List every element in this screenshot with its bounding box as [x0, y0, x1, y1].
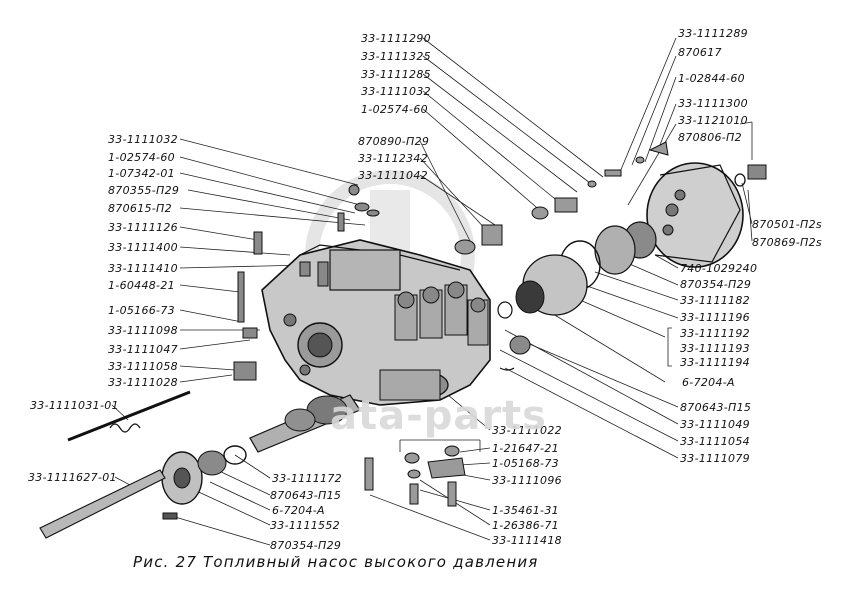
label-top1: 33-1111290 — [361, 32, 431, 45]
label-b4: 33-1111552 — [270, 519, 340, 532]
governor-housing — [646, 162, 767, 268]
label-r13: 33-1111054 — [680, 435, 750, 448]
label-l2: 1-02574-60 — [108, 151, 175, 164]
label-l13: 33-1111058 — [108, 360, 178, 373]
label-r1: 870501-П2s — [752, 218, 822, 231]
pump-housing — [261, 239, 491, 406]
label-l6: 33-1111126 — [108, 221, 178, 234]
label-r5: 33-1111182 — [680, 294, 750, 307]
label-b2: 870643-П15 — [270, 489, 342, 502]
figure-caption: Рис. 27 Топливный насос высокого давлени… — [133, 553, 539, 571]
label-b3: 6-7204-А — [272, 504, 325, 517]
label-c1: 33-1111022 — [492, 424, 562, 437]
label-top7: 33-1112342 — [358, 152, 428, 165]
label-l8: 33-1111410 — [108, 262, 178, 275]
label-l4: 870355-П29 — [108, 184, 180, 197]
label-l9: 1-60448-21 — [108, 279, 175, 292]
drive-shaft — [39, 469, 166, 539]
label-l14: 33-1111028 — [108, 376, 178, 389]
label-r11: 870643-П15 — [680, 401, 752, 414]
drive-flange — [161, 445, 247, 505]
label-l1: 33-1111032 — [108, 133, 178, 146]
label-l11: 33-1111098 — [108, 324, 178, 337]
label-top3: 33-1111285 — [361, 68, 431, 81]
label-b1: 33-1111172 — [272, 472, 342, 485]
label-tr4: 33-1111300 — [678, 97, 748, 110]
plunger-sections — [394, 281, 489, 346]
label-top6: 870890-П29 — [358, 135, 430, 148]
left-small-parts — [233, 184, 380, 381]
label-l16: 33-1111627-01 — [28, 471, 117, 484]
label-r8: 33-1111193 — [680, 342, 750, 355]
label-r3: 740-1029240 — [680, 262, 758, 275]
label-l15: 33-1111031-01 — [30, 399, 119, 412]
governor-internals — [497, 221, 657, 371]
label-top5: 1-02574-60 — [361, 103, 428, 116]
label-r14: 33-1111079 — [680, 452, 750, 465]
leader-lines — [111, 37, 753, 546]
label-l10: 1-05166-73 — [108, 304, 175, 317]
label-c4: 33-1111096 — [492, 474, 562, 487]
label-l5: 870615-П2 — [108, 202, 172, 215]
label-tr1: 33-1111289 — [678, 27, 748, 40]
bolt-small — [162, 512, 178, 520]
label-c2: 1-21647-21 — [492, 442, 559, 455]
watermark-text: ata-parts — [330, 393, 547, 439]
label-r10: 6-7204-А — [682, 376, 735, 389]
label-tr6: 870806-П2 — [678, 131, 742, 144]
label-r7: 33-1111192 — [680, 327, 750, 340]
label-tr5: 33-1121010 — [678, 114, 748, 127]
control-rod — [67, 390, 191, 442]
label-r6: 33-1111196 — [680, 311, 750, 324]
label-top8: 33-1111042 — [358, 169, 428, 182]
label-r12: 33-1111049 — [680, 418, 750, 431]
label-c6: 1-26386-71 — [492, 519, 559, 532]
label-r2: 870869-П2s — [752, 236, 822, 249]
label-c7: 33-1111418 — [492, 534, 562, 547]
label-l7: 33-1111400 — [108, 241, 178, 254]
top-small-parts — [454, 141, 669, 255]
label-r9: 33-1111194 — [680, 356, 750, 369]
label-b5: 870354-П29 — [270, 539, 342, 552]
label-top2: 33-1111325 — [361, 50, 431, 63]
label-top4: 33-1111032 — [361, 85, 431, 98]
label-tr3: 1-02844-60 — [678, 72, 745, 85]
label-tr2: 870617 — [678, 46, 722, 59]
label-l12: 33-1111047 — [108, 343, 178, 356]
camshaft — [249, 394, 361, 453]
label-l3: 1-07342-01 — [108, 167, 175, 180]
label-c5: 1-35461-31 — [492, 504, 559, 517]
bottom-center-parts — [364, 445, 466, 507]
label-r4: 870354-П29 — [680, 278, 752, 291]
label-c3: 1-05168-73 — [492, 457, 559, 470]
